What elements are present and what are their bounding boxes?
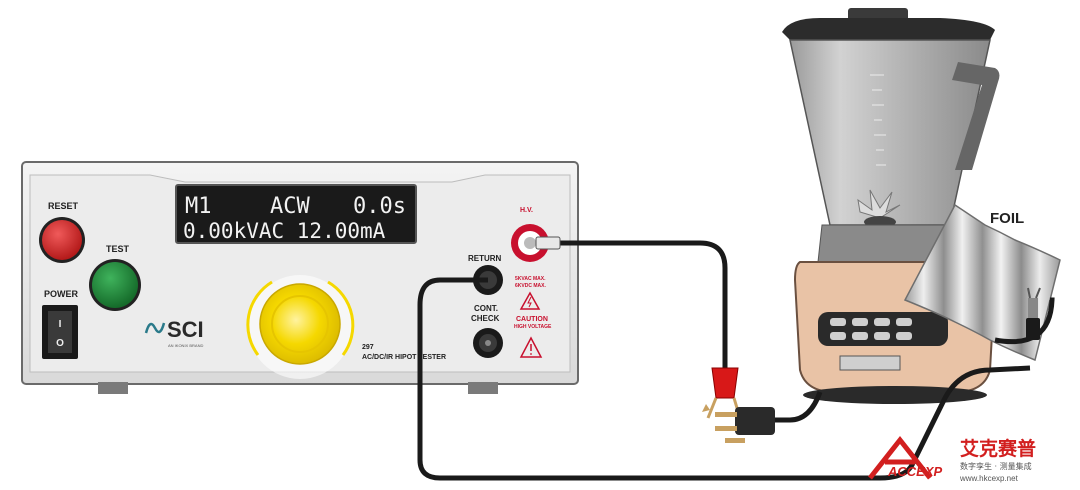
brand-name: SCI [167, 317, 204, 342]
return-label: RETURN [468, 254, 502, 263]
blender-lid [782, 18, 995, 40]
caution-label: CAUTION [516, 316, 548, 323]
tester-foot-right [468, 382, 498, 394]
power-label: POWER [44, 289, 79, 299]
lcd-memory: M1 [185, 194, 212, 219]
sci-logo: SCI AN IKONIX BRAND [144, 317, 204, 348]
hv-rating-dc: 6KVDC MAX. [515, 283, 546, 289]
blender-foot [803, 386, 987, 404]
alligator-clip [702, 367, 742, 419]
blender-control-panel [818, 312, 948, 371]
model-number: 297 [362, 344, 374, 351]
cont-check-label-2: CHECK [471, 314, 500, 323]
lcd-mode: ACW [270, 194, 310, 219]
watermark-tagline: 数字孪生 · 测量集成 [960, 461, 1032, 471]
brand-subtitle: AN IKONIX BRAND [168, 343, 203, 348]
cont-check-label-1: CONT. [474, 304, 498, 313]
power-plug-icon [715, 407, 775, 443]
lcd-timer: 0.0s [353, 194, 406, 219]
hv-rating-ac: 5KVAC MAX. [515, 276, 546, 282]
hv-test-lead [548, 240, 728, 372]
watermark-logo-text: ACCEXP [887, 464, 943, 479]
accexp-watermark: ACCEXP 艾克赛普 数字孪生 · 测量集成 www.hkcexp.net [868, 435, 1036, 483]
voltage-knob[interactable] [246, 275, 355, 379]
aluminum-foil [903, 203, 1061, 362]
power-on-mark: I [59, 319, 62, 330]
power-cord [770, 391, 823, 423]
model-name: AC/DC/IR HIPOT TESTER [362, 354, 446, 361]
warning-icon-lower [519, 336, 543, 358]
hipot-tester: M1 ACW 0.0s 0.00kVAC 12.00mA RESET TEST … [21, 161, 579, 394]
lcd-display: M1 ACW 0.0s 0.00kVAC 12.00mA [175, 184, 417, 244]
blender-handle [952, 62, 1000, 170]
tester-foot-left [98, 382, 128, 394]
blender [782, 8, 1000, 404]
reset-label: RESET [48, 201, 79, 211]
lcd-readout: 0.00kVAC 12.00mA [183, 219, 386, 243]
test-label: TEST [106, 244, 130, 254]
return-test-lead [417, 277, 1031, 481]
caution-subtitle: HIGH VOLTAGE [514, 324, 552, 330]
ground-clip [1026, 287, 1041, 340]
watermark-url: www.hkcexp.net [959, 474, 1019, 483]
reset-button[interactable] [42, 220, 82, 260]
watermark-brand: 艾克赛普 [960, 437, 1036, 460]
test-button[interactable] [92, 262, 138, 308]
hv-lead-plug [535, 236, 561, 250]
jar-measurement-marks [870, 74, 886, 166]
foil-label: FOIL [990, 210, 1024, 227]
warning-icon [519, 291, 541, 310]
hv-label: H.V. [520, 207, 533, 214]
power-off-mark: O [56, 338, 64, 349]
